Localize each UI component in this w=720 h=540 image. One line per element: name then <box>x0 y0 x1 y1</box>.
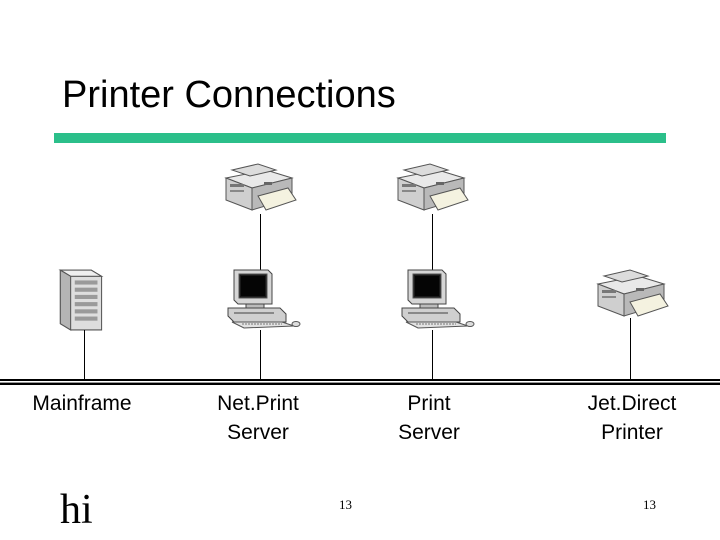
printserver-printer-connector <box>432 214 433 270</box>
printer-icon <box>590 266 670 322</box>
logo: hi <box>60 487 93 533</box>
printserver-connector <box>432 330 433 380</box>
printer-icon <box>390 160 470 216</box>
network-bus <box>0 379 720 385</box>
workstation-icon <box>222 266 302 330</box>
printer-icon <box>218 160 298 216</box>
page-number-right: 13 <box>643 497 656 512</box>
node-label-mainframe: Mainframe <box>32 392 132 415</box>
mainframe-tower-icon <box>56 266 108 332</box>
node-label-netprint: Net.Print Server <box>217 392 299 444</box>
title-underline <box>54 133 666 143</box>
netprint-connector <box>260 330 261 380</box>
node-label-printserver: Print Server <box>398 392 460 444</box>
mainframe-connector <box>84 330 85 380</box>
workstation-icon <box>396 266 476 330</box>
jetdirect-connector <box>630 318 631 380</box>
page-number-center: 13 <box>339 497 352 512</box>
slide-title: Printer Connections <box>62 74 396 116</box>
node-label-jetdirect: Jet.Direct Printer <box>587 392 677 444</box>
netprint-printer-connector <box>260 214 261 270</box>
